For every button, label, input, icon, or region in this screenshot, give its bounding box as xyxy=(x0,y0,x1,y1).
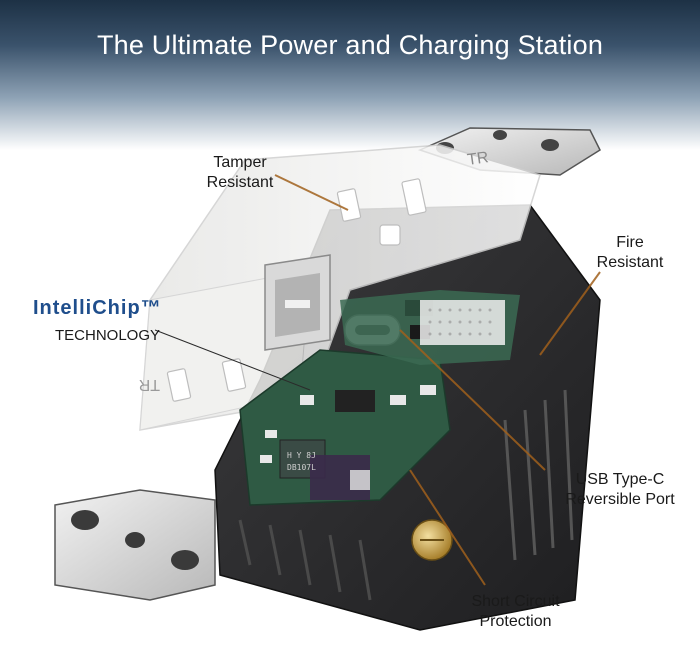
tr-mark-top: TR xyxy=(466,149,489,169)
callout-usbc-line2: Reversible Port xyxy=(565,491,675,508)
chip-marking-1: H Y 8J xyxy=(287,451,316,460)
callout-tamper-line2: Resistant xyxy=(206,174,274,191)
intellichip-logo: IntelliChip™ xyxy=(33,297,162,319)
bottom-mounting-strap xyxy=(54,489,216,601)
callout-usb-type-c: USB Type-C Reversible Port xyxy=(555,470,685,510)
callout-tamper-line1: Tamper xyxy=(213,154,267,171)
callout-fire-resistant: Fire Resistant xyxy=(585,233,675,273)
callout-usbc-line1: USB Type-C xyxy=(575,471,665,488)
tr-mark-bottom: TR xyxy=(139,376,160,393)
leader-lines-dark xyxy=(154,329,311,391)
receptacle-slots xyxy=(166,178,427,402)
terminal-screw xyxy=(411,519,453,561)
circuit-board xyxy=(239,290,520,506)
callout-short-circuit: Short Circuit Protection xyxy=(458,592,573,632)
callout-fire-line1: Fire xyxy=(616,234,644,251)
callout-tamper-resistant: Tamper Resistant xyxy=(190,153,290,193)
chip-marking-2: DB107L xyxy=(287,463,316,472)
leader-lines xyxy=(274,174,601,586)
header-gradient xyxy=(0,0,700,150)
callout-short-line2: Protection xyxy=(479,613,552,630)
callout-short-line1: Short Circuit xyxy=(471,593,560,610)
usb-a-port xyxy=(264,254,331,351)
intellichip-brand: IntelliChip™ TECHNOLOGY xyxy=(33,297,162,344)
callout-fire-line2: Resistant xyxy=(596,254,664,271)
page-title: The Ultimate Power and Charging Station xyxy=(96,30,604,60)
intellichip-subtitle: TECHNOLOGY xyxy=(55,327,161,344)
